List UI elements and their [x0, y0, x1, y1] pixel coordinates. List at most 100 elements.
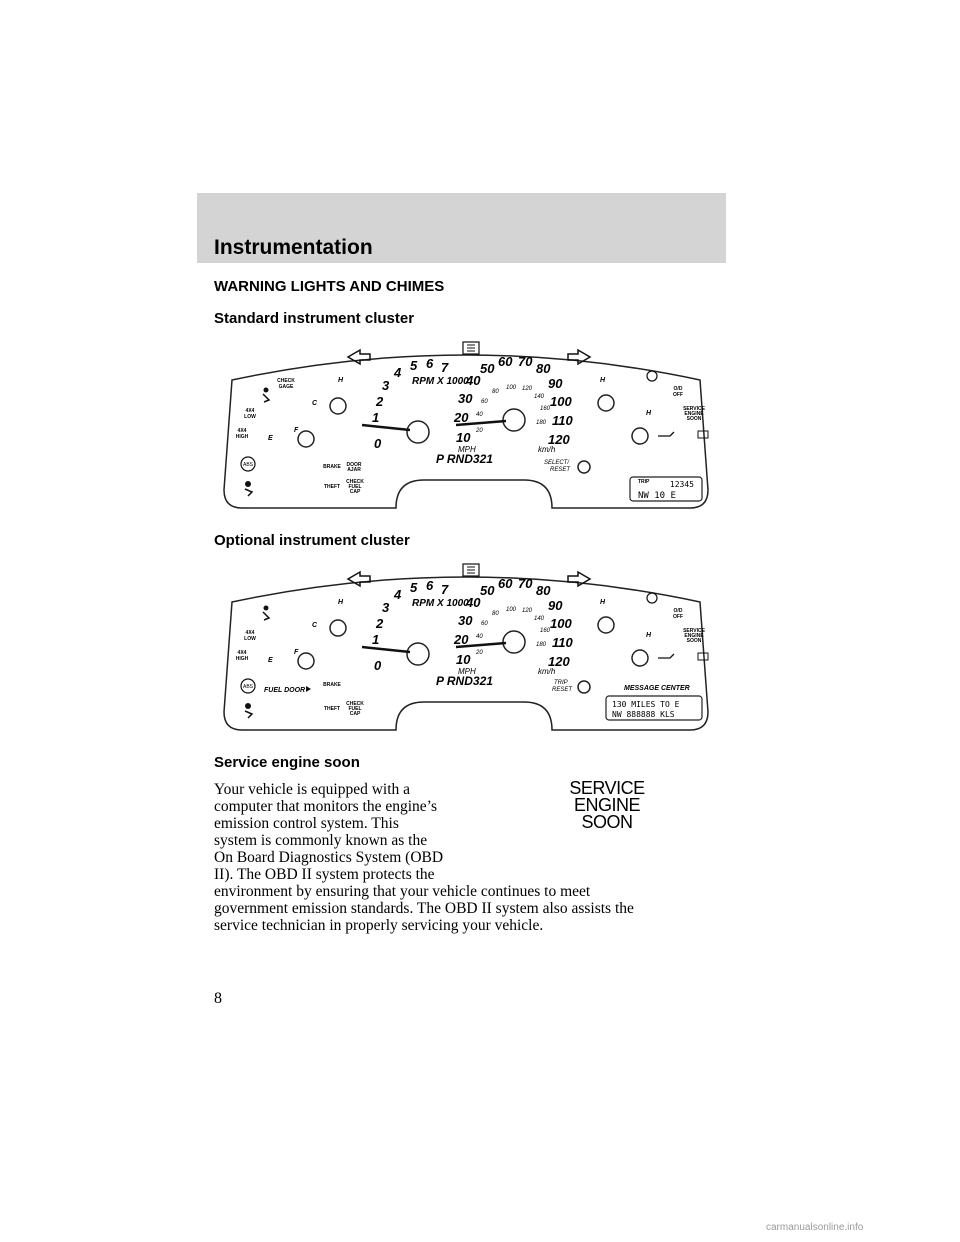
- rpm-tick-6: 6: [426, 578, 434, 593]
- gear-indicator: P RND321: [436, 674, 493, 688]
- oil-gauge-hub: [631, 649, 649, 667]
- fuel-full-mark: F: [294, 649, 299, 656]
- tachometer-needle: [361, 423, 411, 432]
- rpm-tick-5: 5: [410, 358, 418, 373]
- trip-label: TRIP: [638, 479, 650, 485]
- gear-indicator: P RND321: [436, 452, 493, 466]
- kmh-tick-40: 40: [476, 412, 483, 418]
- oil-can-icon: [658, 431, 675, 437]
- check-fuel-cap-line2: FUEL: [348, 706, 361, 712]
- kmh-tick-120: 120: [522, 608, 533, 614]
- voltage-high-mark: H: [600, 377, 606, 384]
- kmh-label: km/h: [538, 445, 556, 454]
- kmh-tick-140: 140: [534, 394, 545, 400]
- speedometer-hub: [502, 630, 526, 654]
- mph-tick-70: 70: [518, 354, 533, 369]
- message-line-2: NW 888888 KLS: [612, 710, 675, 719]
- kmh-tick-100: 100: [506, 385, 517, 391]
- fuel-empty-mark: E: [268, 657, 273, 664]
- mph-tick-30: 30: [458, 613, 473, 628]
- mph-tick-40: 40: [465, 373, 481, 388]
- header-band: [197, 193, 726, 263]
- optional-cluster-drawing: RPM X 1000 0 1 2 3 4 5 6 7 10 20 30 40 5…: [223, 563, 709, 731]
- rpm-tick-1: 1: [372, 632, 379, 647]
- fuel-gauge-hub: [297, 430, 315, 448]
- od-off-line1: O/D: [674, 608, 683, 614]
- rpm-tick-0: 0: [374, 436, 382, 451]
- kmh-label: km/h: [538, 667, 556, 676]
- message-center-display: [605, 695, 703, 721]
- airbag-icon: [244, 703, 254, 719]
- odometer-readout: 12345: [670, 480, 694, 489]
- service-paragraph: Your vehicle is equipped with a computer…: [214, 781, 634, 934]
- speedometer-needle: [455, 419, 507, 427]
- ses-line2: ENGINE: [684, 633, 704, 639]
- mph-tick-20: 20: [453, 632, 469, 647]
- tachometer-hub: [406, 420, 430, 444]
- mph-tick-110: 110: [552, 413, 573, 428]
- trip-reset-line2: RESET: [552, 687, 573, 693]
- battery-icon: [697, 430, 709, 439]
- mph-tick-70: 70: [518, 576, 533, 591]
- mph-tick-80: 80: [536, 361, 551, 376]
- speedometer-hub: [502, 408, 526, 432]
- ses-icon-line-1: SERVICE: [569, 778, 645, 798]
- rpm-tick-3: 3: [382, 378, 390, 393]
- ses-line1: SERVICE: [683, 628, 706, 634]
- left-turn-icon: [346, 348, 371, 366]
- mph-tick-10: 10: [456, 430, 471, 445]
- temp-gauge-hub: [329, 397, 347, 415]
- mph-tick-80: 80: [536, 583, 551, 598]
- speedometer-needle: [455, 641, 507, 649]
- oil-can-icon: [658, 653, 675, 659]
- mph-tick-60: 60: [498, 354, 513, 369]
- service-engine-soon-icon: SERVICE ENGINE SOON: [562, 778, 652, 831]
- trip-reset-button: [577, 680, 591, 694]
- kmh-tick-20: 20: [475, 650, 483, 656]
- standard-cluster-drawing: RPM X 1000 0 1 2 3 4 5 6 7 10 20 30 40 5…: [223, 341, 709, 509]
- abs-icon: ABS: [240, 456, 256, 472]
- standard-instrument-cluster: RPM X 1000 0 1 2 3 4 5 6 7 10 20 30 40 5…: [212, 340, 720, 515]
- fuel-door-arrow-icon: [306, 686, 311, 692]
- four-high-line2: HIGH: [236, 434, 249, 440]
- check-fuel-cap-line1: CHECK: [346, 701, 364, 707]
- rpm-label: RPM X 1000: [412, 598, 469, 609]
- voltage-gauge-hub: [597, 616, 615, 634]
- ses-line3: SOON: [687, 638, 702, 644]
- svg-text:ABS: ABS: [243, 462, 254, 468]
- page-title: Instrumentation: [214, 236, 373, 259]
- high-beam-icon: [462, 341, 480, 355]
- four-high-line1: 4X4: [238, 650, 247, 656]
- page-number: 8: [214, 990, 222, 1007]
- para-line-2: computer that monitors the engine’s: [214, 798, 437, 815]
- rpm-tick-7: 7: [441, 582, 449, 597]
- kmh-tick-180: 180: [536, 420, 547, 426]
- kmh-tick-160: 160: [540, 406, 551, 412]
- mph-tick-50: 50: [480, 583, 495, 598]
- tachometer-needle: [361, 645, 411, 654]
- mph-tick-60: 60: [498, 576, 513, 591]
- rpm-tick-3: 3: [382, 600, 390, 615]
- temp-hot-mark: H: [338, 599, 344, 606]
- four-high-line1: 4X4: [238, 428, 247, 434]
- kmh-tick-80: 80: [492, 389, 499, 395]
- mph-tick-100: 100: [550, 394, 572, 409]
- abs-icon: ABS: [240, 678, 256, 694]
- mph-tick-20: 20: [453, 410, 469, 425]
- mph-label: MPH: [458, 445, 476, 454]
- para-line-1: Your vehicle is equipped with a: [214, 781, 411, 798]
- optional-cluster-heading: Optional instrument cluster: [214, 532, 410, 549]
- check-fuel-cap-line1: CHECK: [346, 479, 364, 485]
- message-line-1: 130 MILES TO E: [612, 700, 680, 709]
- para-line-3: emission control system. This: [214, 815, 399, 832]
- rpm-tick-0: 0: [374, 658, 382, 673]
- kmh-tick-100: 100: [506, 607, 517, 613]
- check-gage-line1: CHECK: [277, 378, 295, 384]
- mph-tick-30: 30: [458, 391, 473, 406]
- message-center-label: MESSAGE CENTER: [624, 685, 690, 692]
- fuel-gauge-hub: [297, 652, 315, 670]
- theft-light: THEFT: [324, 484, 340, 490]
- voltage-high-mark: H: [600, 599, 606, 606]
- cruise-icon: [646, 592, 658, 604]
- ses-line1: SERVICE: [683, 406, 706, 412]
